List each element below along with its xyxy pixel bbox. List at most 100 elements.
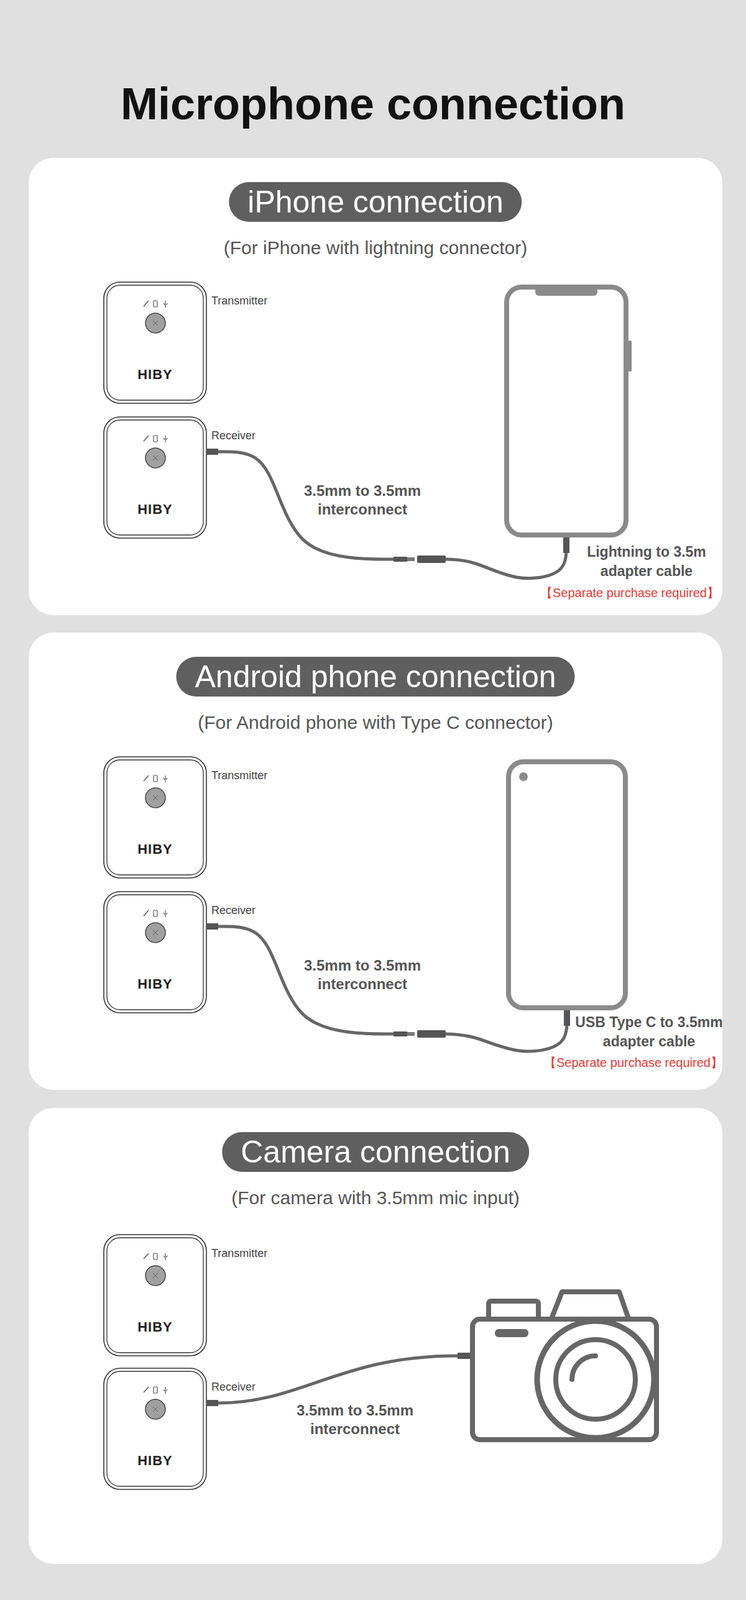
battery-icon	[153, 1387, 158, 1394]
purchase-note: 【Separate purchase required】	[540, 585, 720, 601]
phone-body	[508, 762, 626, 1009]
page-title: Microphone connection	[0, 78, 746, 129]
cable-label: 3.5mm to 3.5mm interconnect	[291, 956, 434, 995]
inner-shell	[106, 760, 204, 876]
jack-plug	[207, 448, 219, 456]
outer-shell	[103, 1368, 207, 1491]
unit-label: Transmitter	[211, 769, 268, 783]
power-button	[145, 923, 166, 944]
device-drawing	[103, 416, 208, 539]
mic-unit: TransmitterHIBY	[103, 1234, 208, 1358]
adapter-label: USB Type C to 3.5mm adapter cable	[565, 1013, 733, 1052]
cable-segment	[445, 553, 567, 579]
cable-connector	[207, 448, 570, 579]
lens-highlight	[571, 1356, 596, 1381]
brand-logo: HIBY	[103, 366, 208, 383]
brand-logo: HIBY	[103, 501, 208, 518]
brand-logo: HIBY	[103, 1453, 208, 1470]
battery-icon	[153, 1253, 158, 1261]
front-camera	[519, 772, 528, 782]
female-socket	[417, 1030, 446, 1039]
power-button	[145, 1266, 166, 1287]
phone-drawing	[506, 759, 633, 1011]
phone-outline: Lightning to 3.5m adapter cable【Separate…	[504, 284, 629, 538]
phone-body	[506, 287, 627, 536]
battery-icon	[153, 910, 158, 917]
pair-icon	[143, 1253, 149, 1260]
mic-icon	[163, 775, 168, 783]
panel-heading: Android phone connection	[194, 657, 556, 697]
camera-cable	[218, 1356, 458, 1404]
panel-card: (For camera with 3.5mm mic input) Camera …	[28, 1108, 723, 1565]
mic-unit: TransmitterHIBY	[103, 281, 208, 405]
unit-label: Transmitter	[211, 294, 268, 308]
panel-heading: Camera connection	[240, 1132, 511, 1173]
phone-plug	[563, 537, 570, 554]
cable-label: 3.5mm to 3.5mm interconnect	[291, 481, 434, 520]
battery-icon	[153, 300, 158, 308]
device-drawing	[103, 1368, 208, 1491]
jack-plug	[207, 1400, 219, 1407]
purchase-note: 【Separate purchase required】	[543, 1055, 723, 1071]
device-drawing	[103, 281, 208, 405]
brand-logo: HIBY	[103, 976, 208, 993]
camera-body	[472, 1319, 657, 1441]
outer-shell	[103, 757, 207, 879]
pair-icon	[143, 775, 149, 782]
panel-card: (For Android phone with Type C connector…	[28, 632, 723, 1091]
unit-label: Transmitter	[211, 1247, 268, 1261]
pair-icon	[143, 300, 149, 307]
cable-label: 3.5mm to 3.5mm interconnect	[284, 1401, 426, 1440]
mic-icon	[163, 1387, 168, 1395]
device-drawing	[103, 891, 208, 1014]
phone-notch	[535, 287, 598, 296]
battery-icon	[153, 775, 158, 783]
pair-icon	[143, 1387, 149, 1394]
panel-subtitle: (For Android phone with Type C connector…	[28, 711, 723, 735]
flash-bar	[494, 1329, 529, 1338]
mic-unit: ReceiverHIBY	[103, 416, 208, 539]
phone-outline: USB Type C to 3.5mm adapter cable【Separa…	[506, 759, 628, 1011]
pair-icon	[143, 910, 149, 917]
button-mark	[152, 930, 158, 936]
inner-shell	[106, 285, 204, 401]
side-button	[628, 340, 632, 372]
plug-tip	[407, 1032, 415, 1037]
battery-icon	[153, 435, 158, 443]
button-mark	[152, 1273, 158, 1279]
device-drawing	[103, 756, 208, 880]
inner-shell	[106, 1372, 204, 1488]
unit-label: Receiver	[211, 903, 256, 918]
male-plug	[393, 557, 408, 562]
heading-pill: iPhone connection	[228, 182, 522, 222]
outer-shell	[103, 417, 207, 539]
inner-shell	[106, 420, 204, 536]
power-button	[145, 788, 166, 809]
phone-drawing	[504, 284, 634, 538]
mic-icon	[163, 300, 168, 308]
inner-shell	[106, 1238, 204, 1354]
heading-pill: Camera connection	[221, 1132, 530, 1173]
button-mark	[152, 795, 158, 801]
panel-heading: iPhone connection	[247, 182, 503, 222]
unit-label: Receiver	[211, 428, 256, 443]
button-mark	[152, 1407, 158, 1413]
phone-plug	[563, 1010, 571, 1027]
mic-icon	[163, 1253, 168, 1261]
unit-label: Receiver	[211, 1380, 256, 1395]
panel-subtitle: (For camera with 3.5mm mic input)	[28, 1187, 723, 1210]
panel-subtitle: (For iPhone with lightning connector)	[28, 236, 723, 260]
male-plug	[393, 1031, 408, 1037]
outer-shell	[103, 892, 207, 1014]
panel-card: (For iPhone with lightning connector) iPh…	[28, 157, 723, 616]
outer-shell	[103, 1235, 207, 1357]
heading-pill: Android phone connection	[175, 657, 575, 697]
lens-outer	[537, 1321, 654, 1439]
brand-logo: HIBY	[103, 841, 208, 858]
cable-connector	[207, 923, 571, 1052]
mic-icon	[163, 435, 168, 443]
mic-unit: ReceiverHIBY	[103, 1368, 208, 1491]
mic-icon	[163, 910, 168, 918]
inner-shell	[106, 895, 204, 1011]
